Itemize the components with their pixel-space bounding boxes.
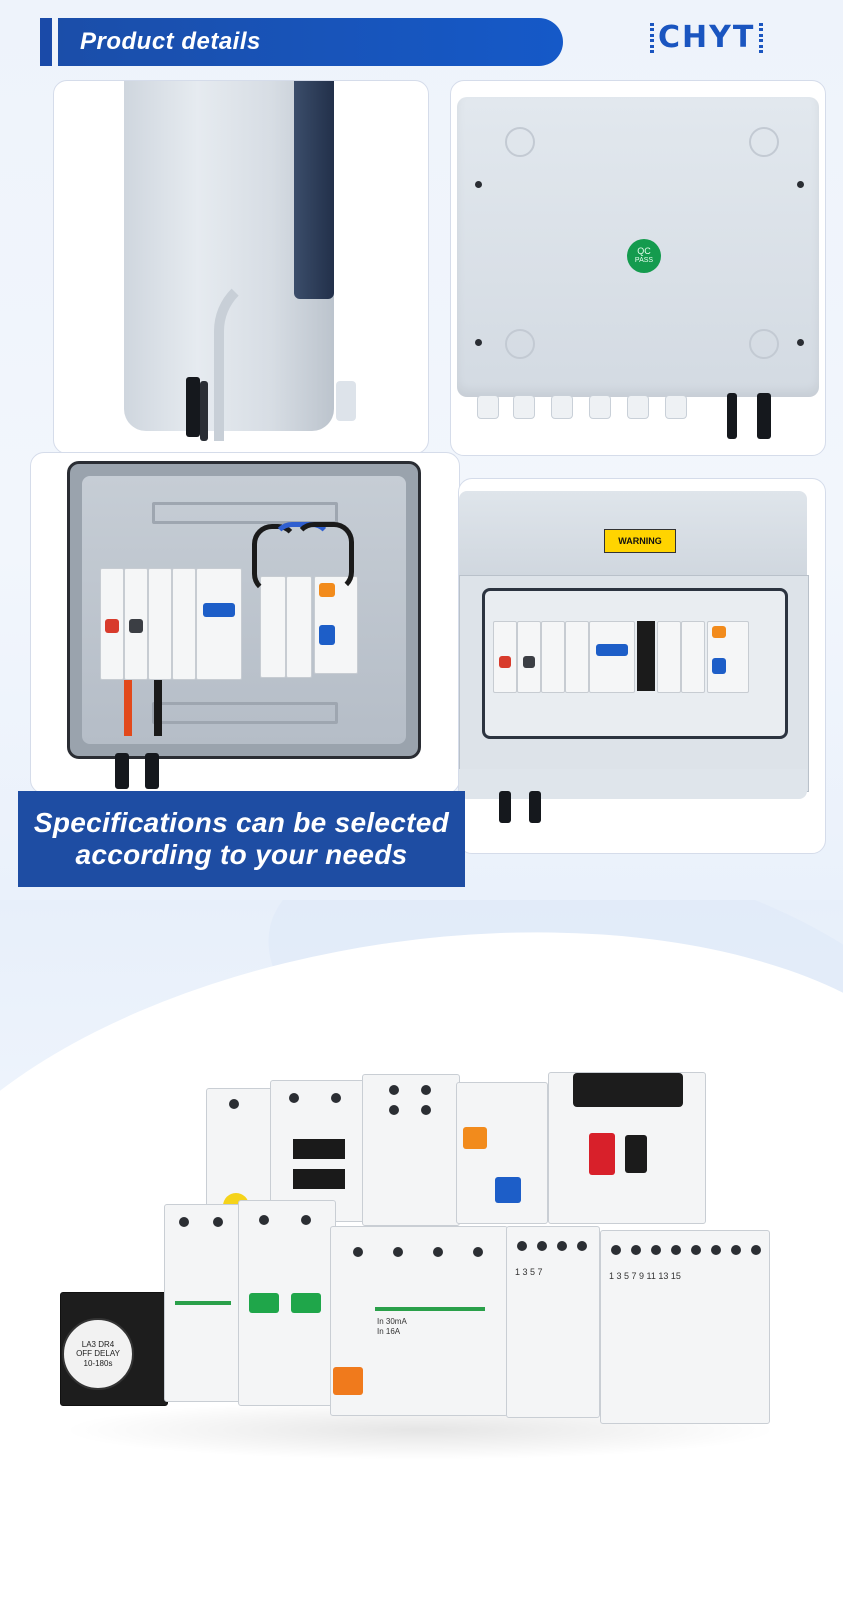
enclosure-hinge [214,271,344,441]
warning-text: WARNING [618,536,662,546]
pv-connector-2 [757,393,771,439]
photo-enclosure-side [53,80,429,454]
banner-line-1: Specifications can be selected [33,807,450,838]
banner-line-2: according to your needs [75,839,408,870]
logo-text: CHYT [658,20,756,55]
section-title: Product details [80,28,261,55]
timer-dial: LA3 DR4 OFF DELAY 10-180s [62,1318,134,1390]
breaker-2 [124,568,148,680]
header-pill: Product details [58,18,563,66]
contactor-4p-terminals: 1 3 5 7 [515,1267,543,1277]
contactor-8p-terminals: 1 3 5 7 9 11 13 15 [609,1271,681,1281]
enclosure-door-window [294,81,334,299]
cable-connector-2 [200,381,208,441]
black-wire [154,680,162,736]
specifications-banner: Specifications can be selected according… [18,791,465,887]
breaker-4 [172,568,196,680]
cable-connector [186,377,200,437]
product-rcd: In 30mA In 16A [330,1226,508,1416]
qc-label: QC [637,246,651,257]
rcd-rating-label: In 30mA [377,1317,407,1326]
timer-range: 10-180s [83,1358,113,1368]
timer-model: LA3 DR4 [81,1340,115,1350]
panel-top-cover: WARNING [459,491,807,581]
box-frame [67,461,421,759]
product-modular-contactor [362,1074,460,1226]
qc-pass-sticker: QC PASS [627,239,661,273]
panel-body [459,575,809,792]
timer-mode: OFF DELAY [76,1349,120,1359]
brand-logo: CHYT [650,20,810,56]
logo-bars-right-icon [759,23,764,53]
panel-window [482,588,788,739]
breaker-3 [148,568,172,680]
rcd-current-label: In 16A [377,1327,401,1336]
panel-bottom [459,769,807,799]
box-interior [82,476,406,744]
warning-label: WARNING [604,529,676,553]
product-contactor-8p: 1 3 5 7 9 11 13 15 [600,1230,770,1424]
enclosure-side-body [124,81,334,441]
enclosure-lid: QC PASS [457,97,819,397]
product-voltage-protector [270,1080,368,1222]
product-contactor-4p: 1 3 5 7 [506,1226,600,1418]
photo-installed-panel: WARNING [458,478,826,854]
photo-open-box [30,452,460,794]
product-rcbo [456,1082,548,1224]
pv-connector [727,393,737,439]
product-motor-protector [548,1072,706,1224]
red-wire [124,680,132,736]
qc-pass-label: PASS [634,257,654,265]
photo-enclosure-front: QC PASS [450,80,826,456]
header-accent-bar [40,18,52,66]
side-gland [336,381,356,421]
breaker-1 [100,568,124,680]
logo-bars-icon [650,23,654,53]
section-header: Product details [40,18,563,66]
product-surge-module-1 [164,1204,242,1402]
rcbo [314,576,358,674]
dc-breaker [196,568,242,680]
product-surge-module-2 [238,1200,336,1406]
